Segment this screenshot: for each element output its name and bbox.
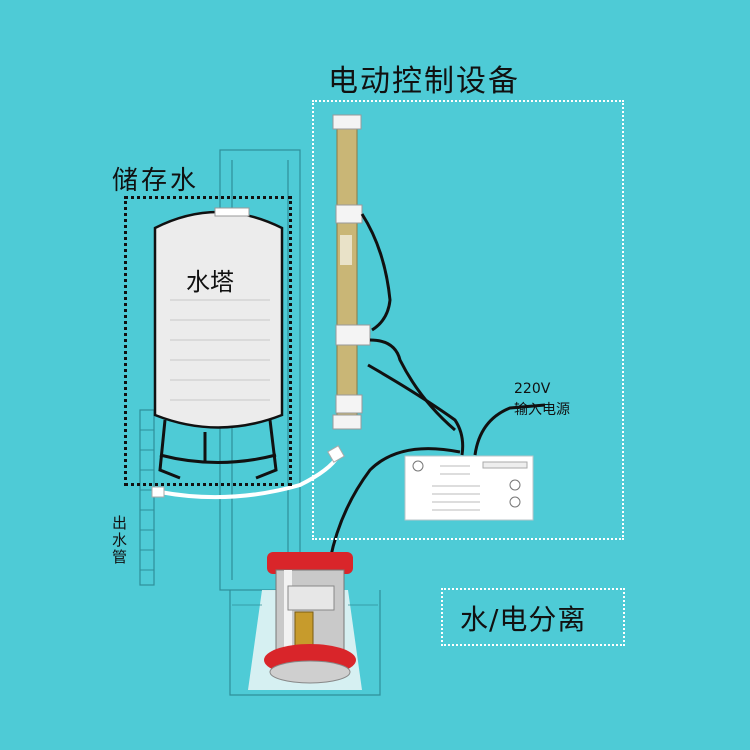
water-electric-separation-label: 水/电分离	[460, 603, 587, 636]
submersible-pump	[264, 552, 356, 684]
control-tube	[332, 114, 371, 430]
hose-end-right	[327, 445, 345, 463]
control-equipment-label: 电动控制设备	[328, 64, 520, 99]
cables	[328, 213, 546, 561]
control-equipment-frame	[312, 100, 624, 540]
storage-water-label: 储存水	[112, 166, 200, 196]
power-input-label: 输入电源	[514, 402, 570, 418]
outlet-hose	[159, 454, 340, 500]
outlet-pipe-label: 出 水 管	[112, 514, 128, 566]
storage-water-frame	[124, 196, 292, 486]
control-panel-graphic	[404, 455, 534, 521]
power-voltage-label: 220V	[514, 381, 551, 397]
separation-frame	[441, 588, 625, 646]
water-tank	[153, 207, 284, 480]
water-tower-label: 水塔	[186, 268, 234, 296]
hose-end-left	[151, 486, 165, 498]
